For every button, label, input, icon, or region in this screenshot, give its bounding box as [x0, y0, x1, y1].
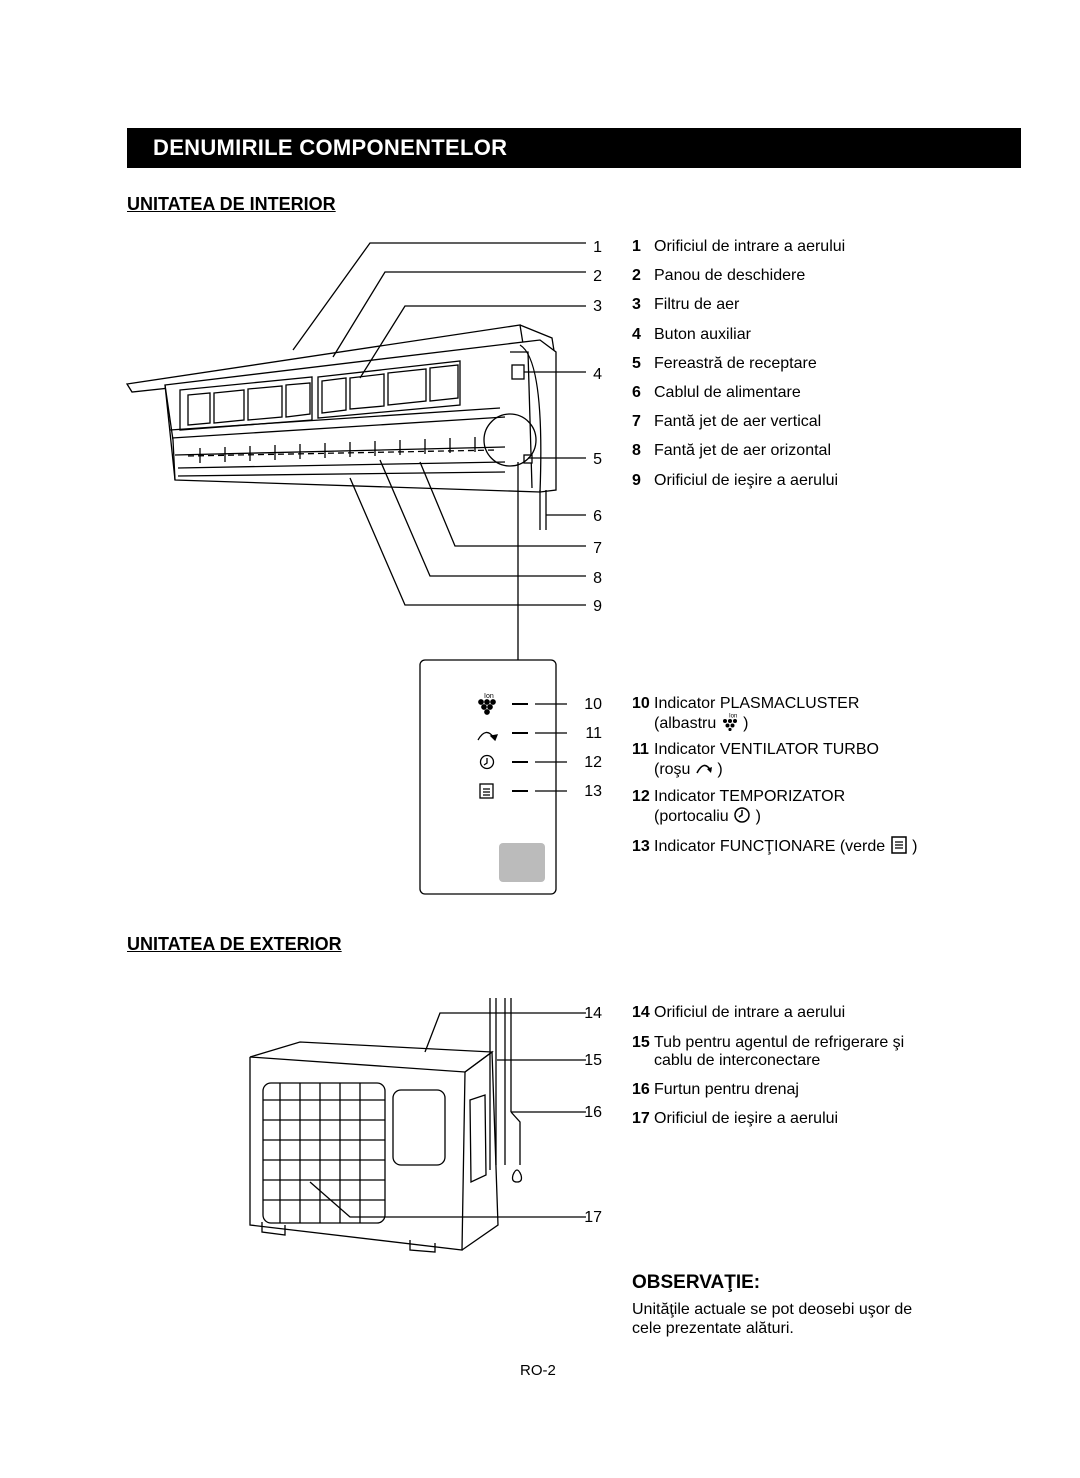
callout-12: 12 [584, 754, 602, 771]
indoor-unit-drawing [125, 324, 557, 530]
callout-6: 6 [593, 508, 602, 525]
note-title: OBSERVAŢIE: [632, 1272, 761, 1293]
timer-clock-icon [479, 754, 495, 770]
callout-13: 13 [584, 783, 602, 800]
turbo-fan-icon [696, 764, 712, 774]
callout-4: 4 [593, 366, 602, 383]
receiver-window [499, 843, 545, 882]
note-text: Unităţile actuale se pot deosebi uşor de… [632, 1300, 912, 1338]
callout-10: 10 [584, 696, 602, 713]
legend-item-cont: (albastru Ion ) [654, 713, 749, 733]
callout-8: 8 [593, 570, 602, 587]
section-banner: DENUMIRILE COMPONENTELOR [127, 128, 1021, 168]
page-title: DENUMIRILE COMPONENTELOR [153, 135, 508, 160]
plasmacluster-icon: Ion [722, 714, 737, 731]
outdoor-unit-drawing [249, 998, 523, 1253]
plasmacluster-icon [478, 699, 496, 715]
callout-7: 7 [593, 540, 602, 557]
legend-item-cont: (portocaliu ) [654, 807, 761, 825]
callout-3: 3 [593, 298, 602, 315]
callout-2: 2 [593, 268, 602, 285]
callout-14: 14 [584, 1005, 602, 1022]
operation-icon [890, 836, 907, 854]
callout-15: 15 [584, 1052, 602, 1069]
note-line-2: cele prezentate alături. [632, 1320, 794, 1337]
callout-1: 1 [593, 239, 602, 256]
callout-9: 9 [593, 598, 602, 615]
page-number: RO-2 [520, 1362, 556, 1379]
callout-5: 5 [593, 451, 602, 468]
callout-11: 11 [585, 725, 602, 742]
legend-item-cont: (roşu ) [654, 761, 723, 778]
callout-16: 16 [584, 1104, 602, 1121]
callout-17: 17 [584, 1209, 602, 1226]
legend-item-cont: cablu de interconectare [654, 1052, 821, 1069]
svg-text:Ion: Ion [729, 714, 737, 720]
ion-mark: Ion [484, 693, 494, 700]
timer-clock-icon [734, 807, 750, 823]
note-line-1: Unităţile actuale se pot deosebi uşor de [632, 1301, 913, 1318]
indoor-unit-title: UNITATEA DE INTERIOR [127, 194, 336, 214]
display-panel [419, 659, 557, 895]
operation-icon [479, 783, 494, 799]
outdoor-unit-title: UNITATEA DE EXTERIOR [127, 934, 342, 954]
